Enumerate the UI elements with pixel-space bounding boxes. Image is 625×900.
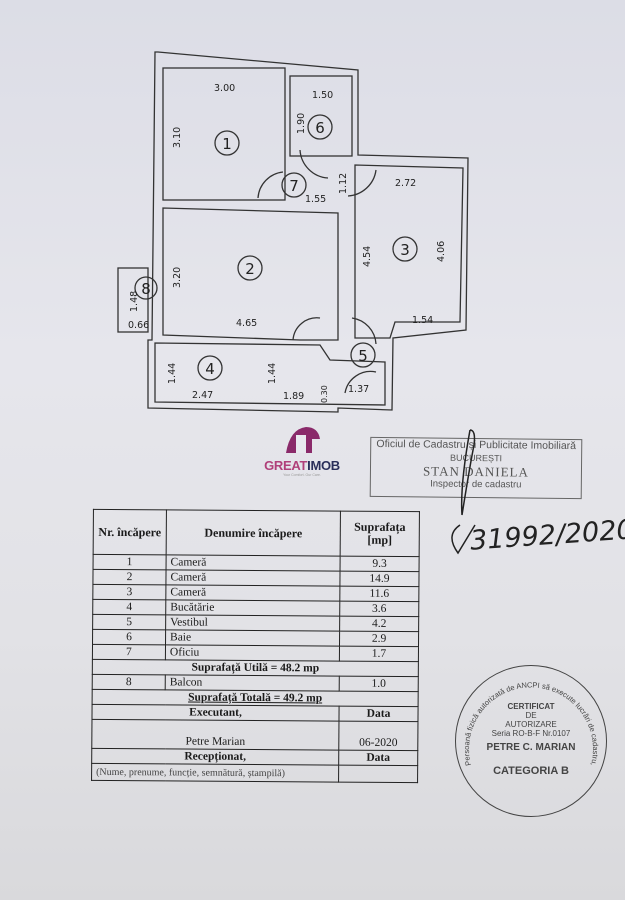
svg-text:1.44: 1.44	[167, 363, 178, 384]
outer-wall	[147, 51, 469, 413]
svg-text:1.12: 1.12	[338, 173, 349, 194]
seal-line: AUTORIZARE	[505, 720, 557, 729]
room-number-7: 7	[289, 177, 299, 195]
svg-text:3.00: 3.00	[214, 83, 235, 94]
room-2-outline	[162, 207, 339, 341]
logo-text-great: GREAT	[264, 458, 308, 473]
svg-text:1.54: 1.54	[412, 315, 433, 326]
received-note-row: (Nume, prenume, funcție, semnătură, ștam…	[91, 763, 418, 783]
svg-text:1.89: 1.89	[283, 391, 304, 402]
seal-line: DE	[525, 711, 537, 720]
door-arc	[257, 171, 284, 199]
room-number-3: 3	[400, 241, 410, 259]
svg-text:4.06: 4.06	[436, 241, 447, 262]
door-arc	[299, 149, 329, 179]
room-number-4: 4	[205, 360, 215, 378]
room-number-5: 5	[358, 347, 368, 365]
room-1-outline	[162, 67, 286, 201]
door-arc	[351, 317, 377, 345]
seal-line: Seria RO-B-F Nr.0107	[491, 729, 571, 738]
seal-name: PETRE C. MARIAN	[486, 742, 576, 753]
svg-text:1.44: 1.44	[267, 363, 278, 384]
svg-text:3.10: 3.10	[172, 127, 183, 148]
signature	[451, 429, 476, 555]
svg-text:4.65: 4.65	[236, 318, 257, 329]
door-arc	[344, 370, 377, 394]
room-number-markers: 1 2 3 4 5 6 7 8	[134, 114, 418, 381]
logo-text-imob: IMOB	[307, 458, 340, 473]
room-4-outline	[154, 342, 386, 406]
lion-building-icon	[286, 427, 320, 453]
svg-text:0.66: 0.66	[128, 320, 149, 331]
rooms-table: Nr. încăpere Denumire încăpere Suprafața…	[91, 509, 420, 783]
greatimob-logo: GREATIMOB Your Comfort. Our Care.	[262, 425, 342, 477]
svg-text:1.55: 1.55	[305, 194, 326, 205]
svg-text:4.54: 4.54	[362, 246, 373, 267]
room-6-outline	[289, 75, 353, 157]
room-number-1: 1	[222, 135, 232, 153]
svg-text:2.72: 2.72	[395, 178, 416, 189]
seal-line: CERTIFICAT	[507, 702, 555, 711]
dimension-labels: 3.00 3.10 1.50 1.90 1.55 1.12 2.72 4.06 …	[128, 83, 447, 403]
svg-text:1.50: 1.50	[312, 90, 333, 101]
door-arc	[292, 317, 321, 341]
seal-category: CATEGORIA B	[493, 765, 569, 777]
svg-text:0.30: 0.30	[320, 385, 329, 403]
room-number-8: 8	[141, 280, 151, 298]
door-arc	[347, 169, 377, 197]
room-3-outline	[354, 164, 464, 339]
svg-text:1.90: 1.90	[296, 113, 307, 134]
svg-text:1.48: 1.48	[129, 291, 140, 312]
room-number-6: 6	[315, 119, 325, 137]
floor-plan: 1 2 3 4 5 6 7 8 3.00 3.10 1.50 1.90 1.55…	[117, 51, 469, 413]
table-header: Nr. încăpere Denumire încăpere Suprafața…	[93, 509, 420, 557]
room-number-2: 2	[245, 260, 255, 278]
svg-text:1.37: 1.37	[348, 384, 369, 395]
svg-text:3.20: 3.20	[172, 267, 183, 288]
room-8-outline	[117, 267, 149, 333]
logo-tagline: Your Comfort. Our Care.	[283, 473, 321, 477]
authorization-seal: CERTIFICAT DE AUTORIZARE Seria RO-B-F Nr…	[455, 665, 607, 817]
svg-text:2.47: 2.47	[192, 390, 213, 401]
